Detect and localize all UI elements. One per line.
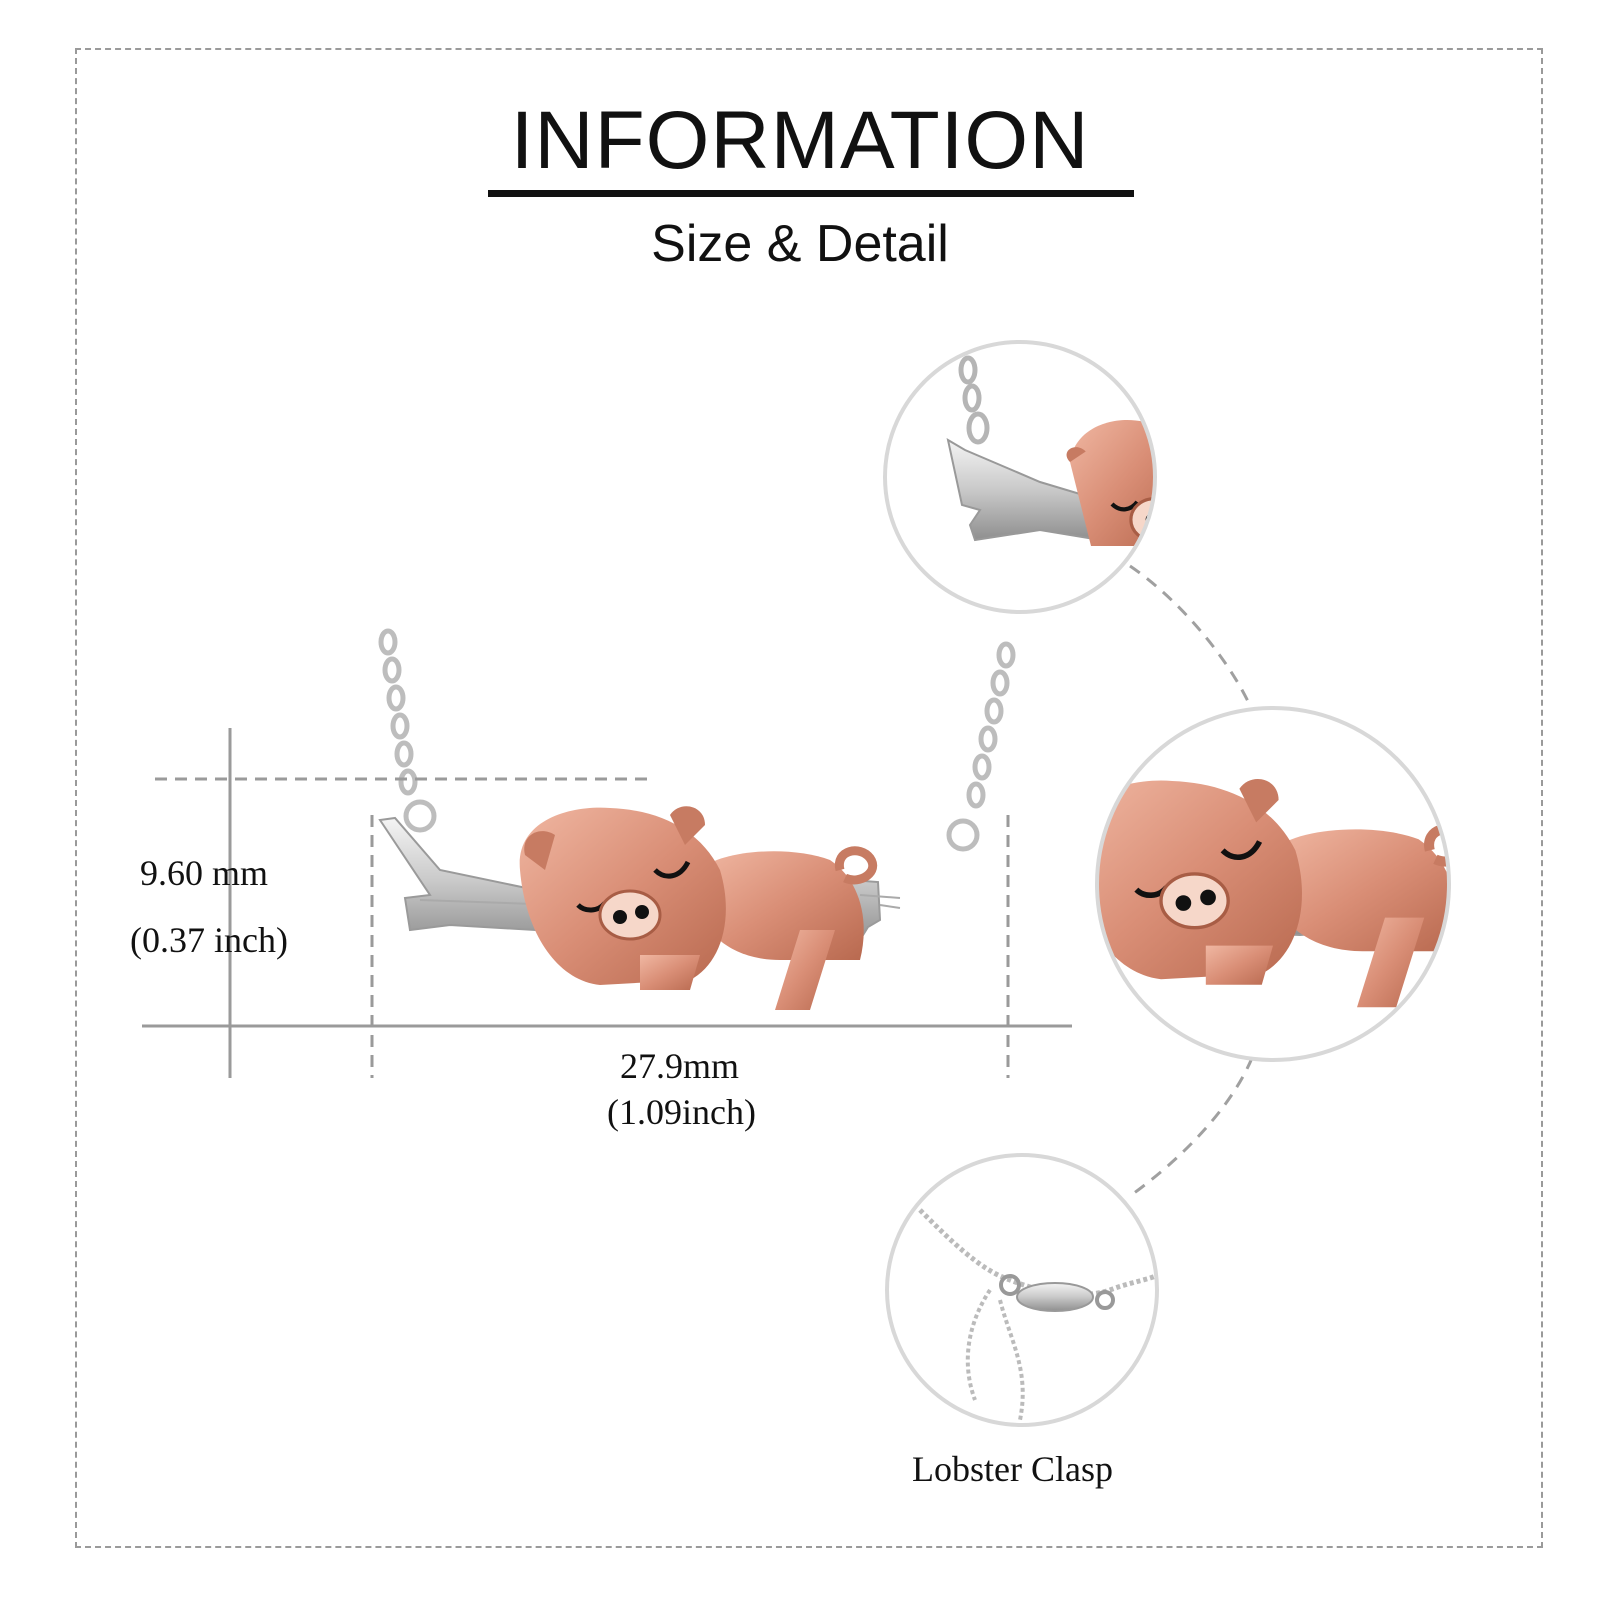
connector-arcs	[1129, 564, 1254, 1198]
page-subtitle: Size & Detail	[651, 215, 949, 273]
height-mm-label: 9.60 mm	[140, 853, 269, 893]
detail-circle-chain	[883, 340, 1157, 614]
dashed-frame	[75, 48, 1543, 1548]
width-inch-label: (1.09inch)	[607, 1092, 756, 1132]
detail-circle-clasp	[885, 1153, 1159, 1427]
necklace-pendant-image	[378, 628, 1016, 1010]
detail-circle-pendant	[1095, 706, 1451, 1062]
dimension-lines	[142, 728, 1072, 1078]
page-title: INFORMATION	[510, 95, 1090, 186]
width-mm-label: 27.9mm	[620, 1046, 740, 1086]
height-inch-label: (0.37 inch)	[130, 920, 288, 960]
title-underline	[488, 190, 1134, 197]
clasp-label: Lobster Clasp	[912, 1449, 1113, 1489]
